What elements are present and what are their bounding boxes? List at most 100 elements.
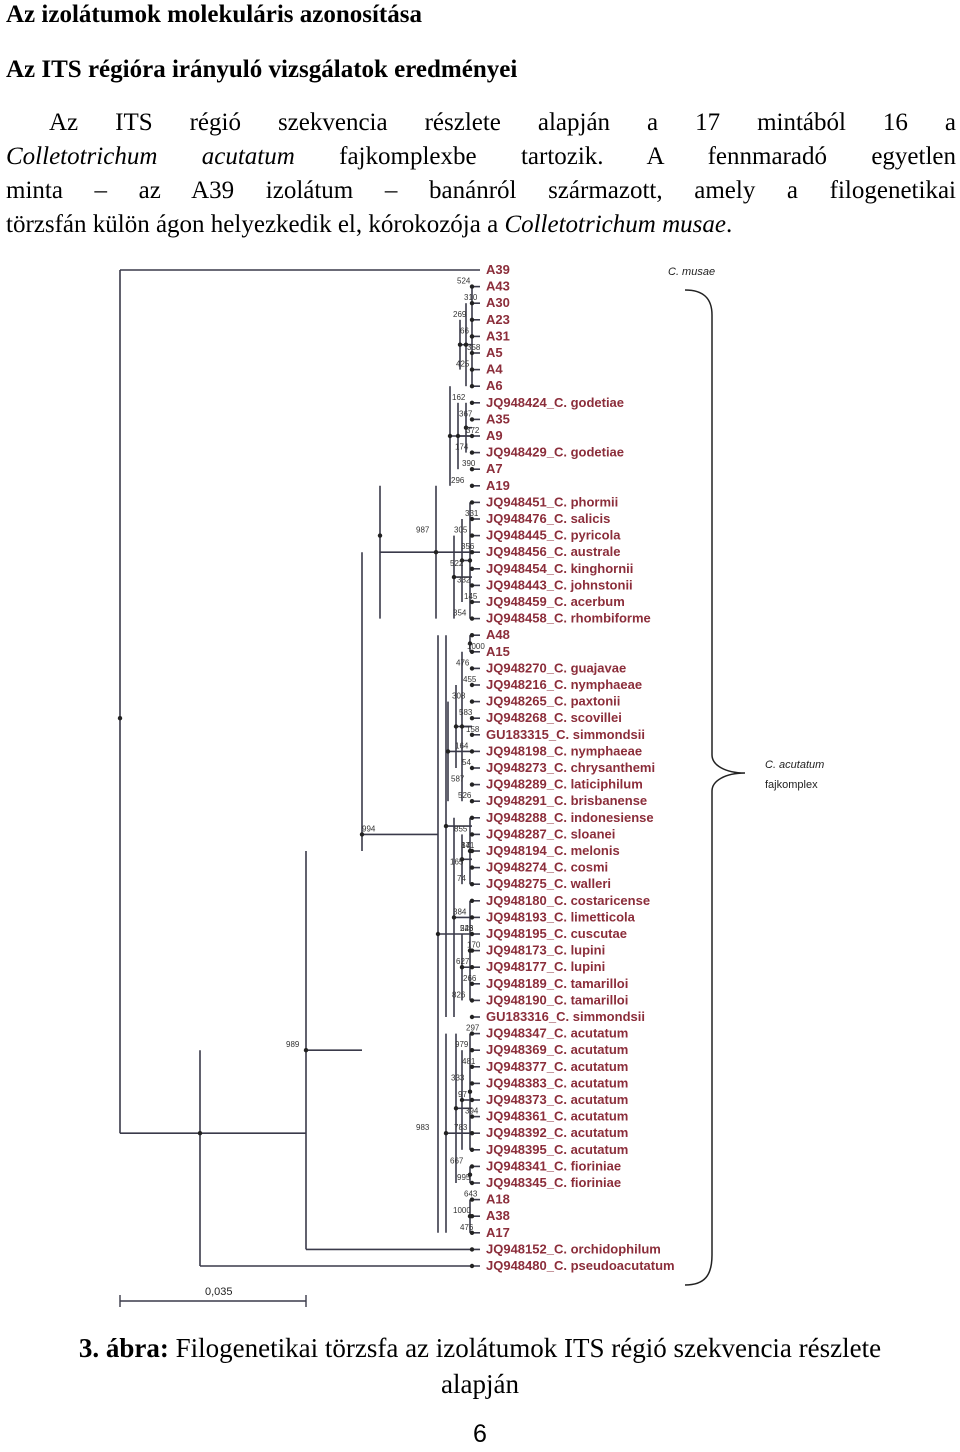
bootstrap-label: 305 [454, 526, 468, 535]
tree-node [467, 641, 473, 646]
bootstrap-label: 425 [456, 360, 470, 369]
tree-node [117, 716, 123, 721]
bootstrap-label: 983 [416, 1123, 430, 1132]
tree-node [451, 915, 457, 920]
taxon-label: JQ948268_C. scovillei [486, 710, 622, 725]
taxon-label: GU183316_C. simmondsii [486, 1009, 645, 1024]
taxon-label: JQ948424_C. godetiae [486, 395, 624, 410]
tree-node [469, 583, 475, 588]
tree-node [469, 566, 475, 571]
taxon-label: JQ948270_C. guajavae [486, 660, 626, 675]
taxon-label: A48 [486, 627, 510, 642]
tree-node [469, 1014, 475, 1020]
taxon-label: JQ948173_C. lupini [486, 943, 605, 958]
paragraph-line-1: Az ITS régió szekvencia részlete alapján… [49, 109, 956, 136]
paragraph-line-4-suffix: . [725, 211, 733, 238]
bootstrap-label: 165 [450, 858, 464, 867]
taxon-label: A4 [486, 362, 503, 377]
bootstrap-label: 74 [457, 874, 466, 883]
taxon-label: JQ948454_C. kinghornii [486, 561, 633, 576]
tree-node [469, 898, 475, 903]
tree-node [469, 599, 475, 605]
bootstrap-label: 331 [465, 509, 479, 518]
bootstrap-label: 476 [456, 658, 470, 667]
clade-label-acutatum: C. acutatum [765, 759, 824, 771]
taxon-label: JQ948383_C. acutatum [486, 1075, 628, 1090]
bootstrap-label: 372 [466, 426, 480, 435]
tree-node [469, 516, 475, 522]
bootstrap-label: 989 [286, 1040, 300, 1049]
bootstrap-label: 226 [460, 924, 474, 933]
taxon-label: JQ948395_C. acutatum [486, 1142, 628, 1157]
bootstrap-label: 171 [461, 841, 475, 850]
caption-label: 3. ábra: [78, 1333, 169, 1363]
species-name-italic: Colletotrichum acutatum [6, 143, 295, 170]
figure-caption: 3. ábra: Filogenetikai törzsfa az izolát… [0, 1330, 960, 1402]
taxon-label: GU183315_C. simmondsii [486, 727, 645, 742]
tree-node [459, 965, 465, 970]
tree-node [457, 342, 463, 347]
taxon-label: JQ948345_C. fioriniae [486, 1175, 621, 1190]
tree-node [469, 450, 475, 455]
taxon-label: A23 [486, 312, 510, 327]
taxon-label: JQ948193_C. limetticola [486, 909, 636, 924]
taxon-label: A15 [486, 644, 510, 659]
taxon-label: JQ948377_C. acutatum [486, 1059, 628, 1074]
taxon-label: JQ948194_C. melonis [486, 843, 620, 858]
tree-node [469, 533, 475, 538]
tree-node [469, 500, 475, 505]
tree-node [469, 998, 475, 1003]
tree-node [469, 931, 475, 937]
tree-node [469, 1197, 475, 1202]
taxon-label: A19 [486, 478, 510, 493]
tree-node [469, 799, 475, 804]
taxon-label: JQ948216_C. nymphaeae [486, 677, 642, 692]
bootstrap-label: 356 [461, 542, 475, 551]
taxon-label: A38 [486, 1208, 510, 1223]
species-name-italic-2: Colletotrichum musae [504, 211, 726, 238]
tree-node [359, 832, 365, 837]
tree-node [469, 815, 475, 820]
bootstrap-label: 394 [465, 1107, 479, 1116]
bootstrap-label: 587 [451, 775, 465, 784]
clade-label-fajkomplex: fajkomplex [765, 779, 818, 791]
tree-node [469, 666, 475, 671]
tree-node [469, 367, 475, 372]
tree-node [469, 699, 475, 704]
bootstrap-label: 522 [450, 559, 464, 568]
taxon-label: A9 [486, 428, 503, 443]
bootstrap-label: 358 [467, 343, 481, 352]
tree-node [469, 765, 475, 771]
bootstrap-label: 667 [450, 1156, 464, 1165]
bootstrap-label: 455 [463, 675, 477, 684]
taxon-label: JQ948265_C. paxtonii [486, 694, 620, 709]
bootstrap-label: 979 [455, 1040, 469, 1049]
tree-node [469, 284, 475, 289]
tree-node [469, 865, 475, 870]
bootstrap-label: 310 [464, 293, 478, 302]
tree-node [303, 1048, 309, 1053]
tree-node [469, 467, 475, 472]
tree-node [469, 633, 475, 638]
bootstrap-label: 164 [455, 741, 469, 750]
tree-node [445, 749, 451, 754]
bootstrap-label: 97 [458, 1090, 467, 1099]
tree-node [469, 1064, 475, 1069]
bootstrap-label: 84 [461, 841, 470, 850]
taxon-label: JQ948456_C. australe [486, 544, 620, 559]
tree-node [469, 301, 475, 306]
paragraph-line-4: törzsfán külön ágon helyezkedik el, kóro… [6, 208, 956, 242]
tree-node [435, 931, 441, 937]
bootstrap-label: 145 [464, 592, 478, 601]
bootstrap-label: 627 [456, 957, 470, 966]
bootstrap-label: 643 [464, 1190, 478, 1199]
paragraph-line-2-text: fajkomplexbe tartozik. A fennmaradó egye… [294, 143, 956, 170]
bootstrap-label: 332 [457, 575, 471, 584]
taxon-label: JQ948392_C. acutatum [486, 1125, 628, 1140]
tree-node [451, 574, 457, 580]
tree-node [469, 649, 475, 654]
bootstrap-label: 384 [453, 907, 467, 916]
tree-node [469, 317, 475, 322]
tree-node [433, 550, 439, 555]
tree-node [469, 384, 475, 389]
